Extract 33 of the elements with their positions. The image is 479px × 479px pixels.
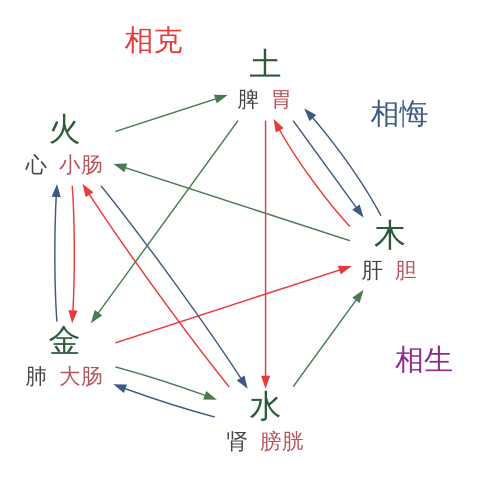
node-label: 胃	[270, 88, 293, 113]
label: 相克	[124, 23, 183, 57]
node-label: 脾	[237, 88, 260, 113]
node-label: 胆	[394, 258, 417, 284]
label: 相悔	[370, 96, 428, 131]
node-text: 水	[250, 388, 282, 425]
arrow	[115, 94, 228, 132]
node-label: 心	[26, 152, 48, 178]
node-text: 金	[48, 324, 81, 360]
arrow	[113, 164, 350, 242]
arrow	[274, 118, 350, 228]
node-label: 肝	[362, 258, 384, 284]
arrow	[115, 266, 352, 344]
arrow	[82, 184, 230, 388]
node-text: 火	[48, 112, 81, 148]
node-text: 木	[374, 218, 406, 254]
arrow	[68, 186, 78, 324]
node-label: 肺	[26, 364, 48, 390]
arrow	[292, 120, 364, 218]
node-text: 土	[250, 46, 282, 83]
arrow	[90, 120, 239, 324]
arrow	[261, 120, 270, 389]
arrow	[113, 384, 216, 418]
node-label: 膀胱	[260, 430, 304, 455]
arrow	[115, 366, 217, 400]
label: 相生	[394, 342, 453, 376]
arrow	[292, 290, 364, 388]
arrow	[52, 184, 61, 322]
node-label: 肾	[226, 430, 249, 455]
arrow	[100, 185, 248, 389]
node-label: 大肠	[58, 364, 103, 390]
node-label: 小肠	[58, 152, 103, 178]
arrow	[304, 108, 382, 216]
